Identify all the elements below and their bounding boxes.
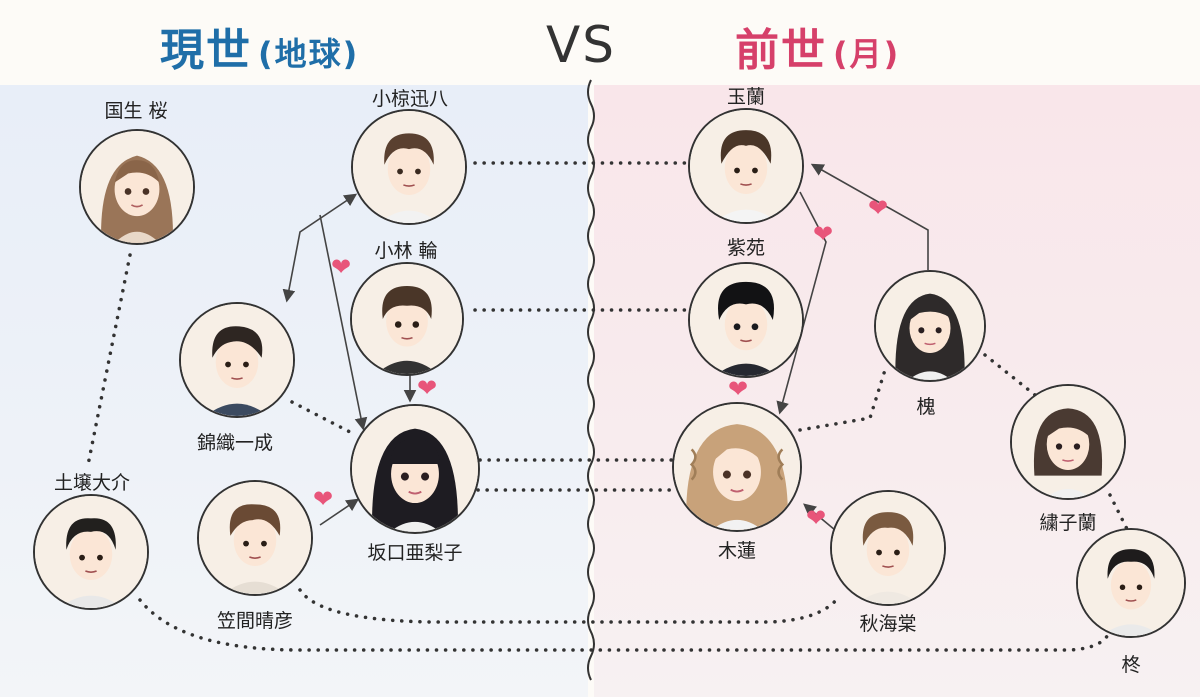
heart-icon: ❤ — [806, 504, 827, 532]
link-enju-ayakoran — [983, 353, 1037, 397]
female-portrait-icon — [81, 131, 193, 243]
link-kasama-shuukaidou — [298, 588, 840, 624]
avatar-dojo — [33, 494, 149, 610]
arrow-shuukaidou-mokuren — [803, 503, 836, 531]
female-portrait-icon — [876, 272, 984, 380]
heart-icon: ❤ — [728, 375, 749, 403]
past-world-title-sub: (月) — [833, 35, 901, 73]
name-kobayashi: 小林 輪 — [374, 240, 438, 262]
avatar-sakaguchi — [350, 404, 480, 534]
heart-icon: ❤ — [313, 485, 334, 513]
male-portrait-icon — [353, 111, 465, 223]
avatar-kasama — [197, 480, 313, 596]
heart-icon: ❤ — [813, 220, 834, 248]
link-nishikiori-sakaguchi — [290, 400, 352, 434]
female-portrait-icon — [1012, 386, 1124, 498]
past-world-title: 前世(月) — [735, 14, 900, 78]
name-hiiragi: 柊 — [1121, 654, 1141, 676]
heart-icon: ❤ — [331, 253, 352, 281]
vs-label: VS — [546, 16, 616, 74]
name-shion: 紫苑 — [726, 237, 766, 259]
heart-icon: ❤ — [417, 374, 438, 402]
avatar-kokusho — [79, 129, 195, 245]
wavy-divider — [587, 79, 595, 681]
present-world-title-main: 現世 — [160, 25, 252, 76]
name-kasama: 笠間晴彦 — [216, 610, 294, 632]
male-portrait-icon — [1078, 530, 1184, 636]
arrow-ogura-sakaguchi — [319, 214, 368, 431]
avatar-mokuren — [672, 402, 802, 532]
present-world-title-sub: (地球) — [258, 35, 360, 73]
male-portrait-icon — [181, 304, 293, 416]
name-mokuren: 木蓮 — [717, 540, 757, 562]
link-kokusho-dojo — [86, 253, 132, 467]
past-world-title-main: 前世 — [735, 25, 827, 76]
link-mokuren-enju — [798, 368, 887, 432]
arrow-gyokuran-mokuren — [776, 191, 827, 415]
name-shuukaidou: 秋海棠 — [859, 613, 917, 635]
name-ayakoran: 繍子蘭 — [1039, 512, 1097, 534]
male-portrait-icon — [690, 110, 802, 222]
avatar-ogura — [351, 109, 467, 225]
avatar-gyokuran — [688, 108, 804, 224]
female-portrait-icon — [674, 404, 800, 530]
arrow-enju-gyokuran — [810, 163, 929, 270]
male-portrait-icon — [35, 496, 147, 608]
male-portrait-icon — [352, 264, 462, 374]
name-kokusho: 国生 桜 — [104, 100, 168, 122]
avatar-hiiragi — [1076, 528, 1186, 638]
avatar-shion — [688, 262, 804, 378]
avatar-kobayashi — [350, 262, 464, 376]
avatar-shuukaidou — [830, 490, 946, 606]
name-ogura: 小椋迅八 — [371, 88, 449, 110]
avatar-ayakoran — [1010, 384, 1126, 500]
arrow-nishikiori-ogura — [282, 193, 358, 303]
name-dojo: 土壌大介 — [53, 472, 131, 494]
heart-icon: ❤ — [868, 194, 889, 222]
link-dojo-hiiragi — [138, 598, 1112, 652]
name-nishikiori: 錦織一成 — [196, 432, 274, 454]
avatar-nishikiori — [179, 302, 295, 418]
avatar-enju — [874, 270, 986, 382]
arrow-kasama-sakaguchi — [319, 498, 360, 526]
present-world-title: 現世(地球) — [160, 14, 359, 78]
name-sakaguchi: 坂口亜梨子 — [367, 542, 463, 564]
male-portrait-icon — [690, 264, 802, 376]
male-portrait-icon — [199, 482, 311, 594]
female-portrait-icon — [352, 406, 478, 532]
name-gyokuran: 玉蘭 — [726, 86, 766, 108]
name-enju: 槐 — [916, 396, 936, 418]
male-portrait-icon — [832, 492, 944, 604]
